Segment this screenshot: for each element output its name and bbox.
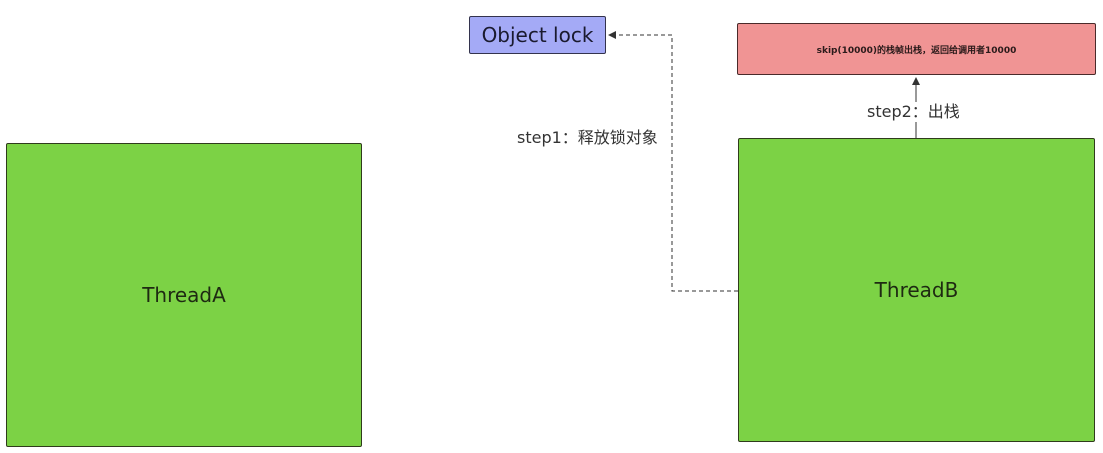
thread-a-label: ThreadA xyxy=(142,283,226,307)
thread-a-node[interactable]: ThreadA xyxy=(6,143,362,447)
object-lock-label: Object lock xyxy=(481,23,594,47)
object-lock-node[interactable]: Object lock xyxy=(469,16,606,54)
step1-connector[interactable] xyxy=(608,31,738,292)
thread-b-label: ThreadB xyxy=(874,278,959,302)
step2-edge-label: step2：出栈 xyxy=(867,102,960,122)
stack-frame-note-node[interactable]: skip(10000)的栈帧出栈，返回给调用者10000 xyxy=(737,23,1096,75)
stack-frame-note-label: skip(10000)的栈帧出栈，返回给调用者10000 xyxy=(816,45,1017,56)
step1-edge-label: step1：释放锁对象 xyxy=(517,128,658,148)
thread-b-node[interactable]: ThreadB xyxy=(738,138,1095,442)
